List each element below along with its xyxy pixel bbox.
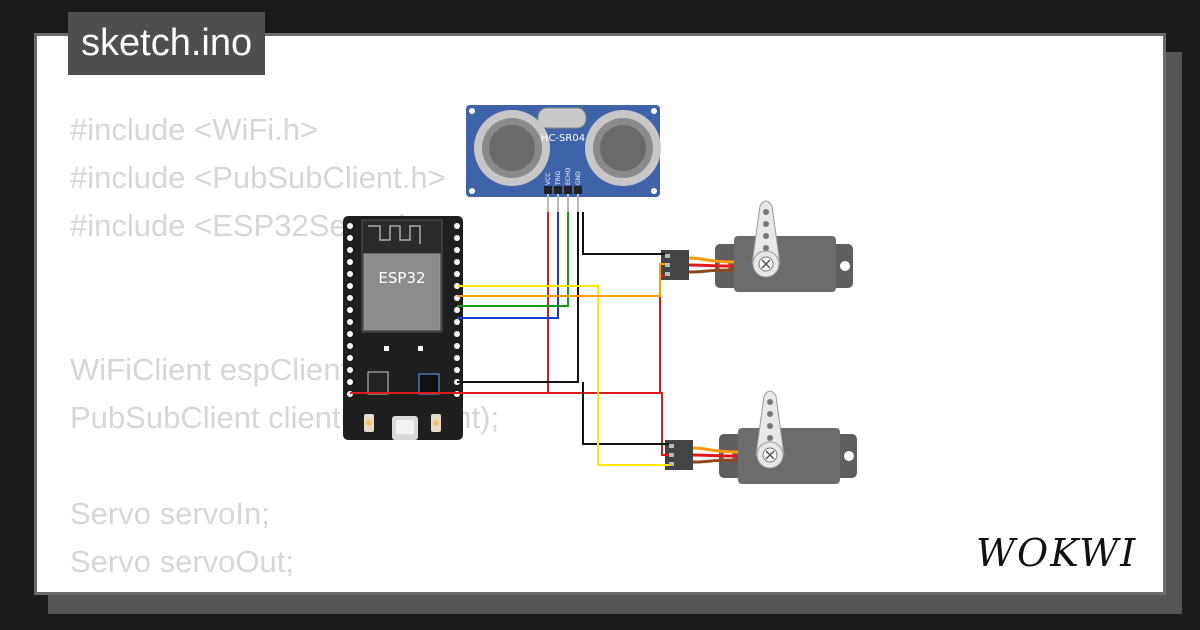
ultrasonic-sensor[interactable]: HC-SR04 VCC TRIG ECHO GND xyxy=(466,105,661,212)
servo-motor-bottom[interactable] xyxy=(665,390,857,484)
sensor-pin-label: ECHO xyxy=(565,168,572,185)
wire-trig xyxy=(457,212,559,319)
sensor-pin-label: TRIG xyxy=(555,170,562,186)
wire-gnd xyxy=(457,212,579,383)
servo-screw-icon xyxy=(758,256,774,272)
wire-power-servo-bottom xyxy=(660,392,669,456)
wire-gnd-servo-top xyxy=(582,212,665,255)
sensor-pin-label: VCC xyxy=(545,173,552,185)
sensor-transducer-right xyxy=(585,110,661,186)
servo-screw-icon xyxy=(762,447,778,463)
code-line: Servo servoOut; xyxy=(70,544,294,579)
wokwi-logo-text: WOKWI xyxy=(976,531,1137,575)
sensor-transducer-left xyxy=(474,110,550,186)
code-line: #include <WiFi.h> xyxy=(70,112,319,147)
code-line: WiFiClient espClient; xyxy=(70,352,358,387)
wire-echo xyxy=(457,212,569,307)
board-label: ESP32 xyxy=(378,269,425,287)
wires xyxy=(350,212,669,466)
file-tab[interactable]: sketch.ino xyxy=(68,12,266,75)
code-line: #include <PubSubClient.h> xyxy=(70,160,446,195)
servo-motor-top[interactable] xyxy=(661,200,853,292)
code-line: Servo servoIn; xyxy=(70,496,270,531)
code-preview: #include <WiFi.h> #include <PubSubClient.… xyxy=(70,106,499,586)
wire-signal-servo-top xyxy=(457,263,665,297)
sensor-pin-label: GND xyxy=(575,171,582,185)
esp32-board[interactable]: ESP32 xyxy=(343,216,463,440)
wokwi-logo: WOKWI xyxy=(976,531,1137,575)
wire-signal-servo-bottom xyxy=(457,285,669,466)
sensor-label: HC-SR04 xyxy=(541,133,585,144)
wire-gnd-servo-bottom xyxy=(582,382,669,445)
wire-power-servo-top xyxy=(350,275,665,394)
